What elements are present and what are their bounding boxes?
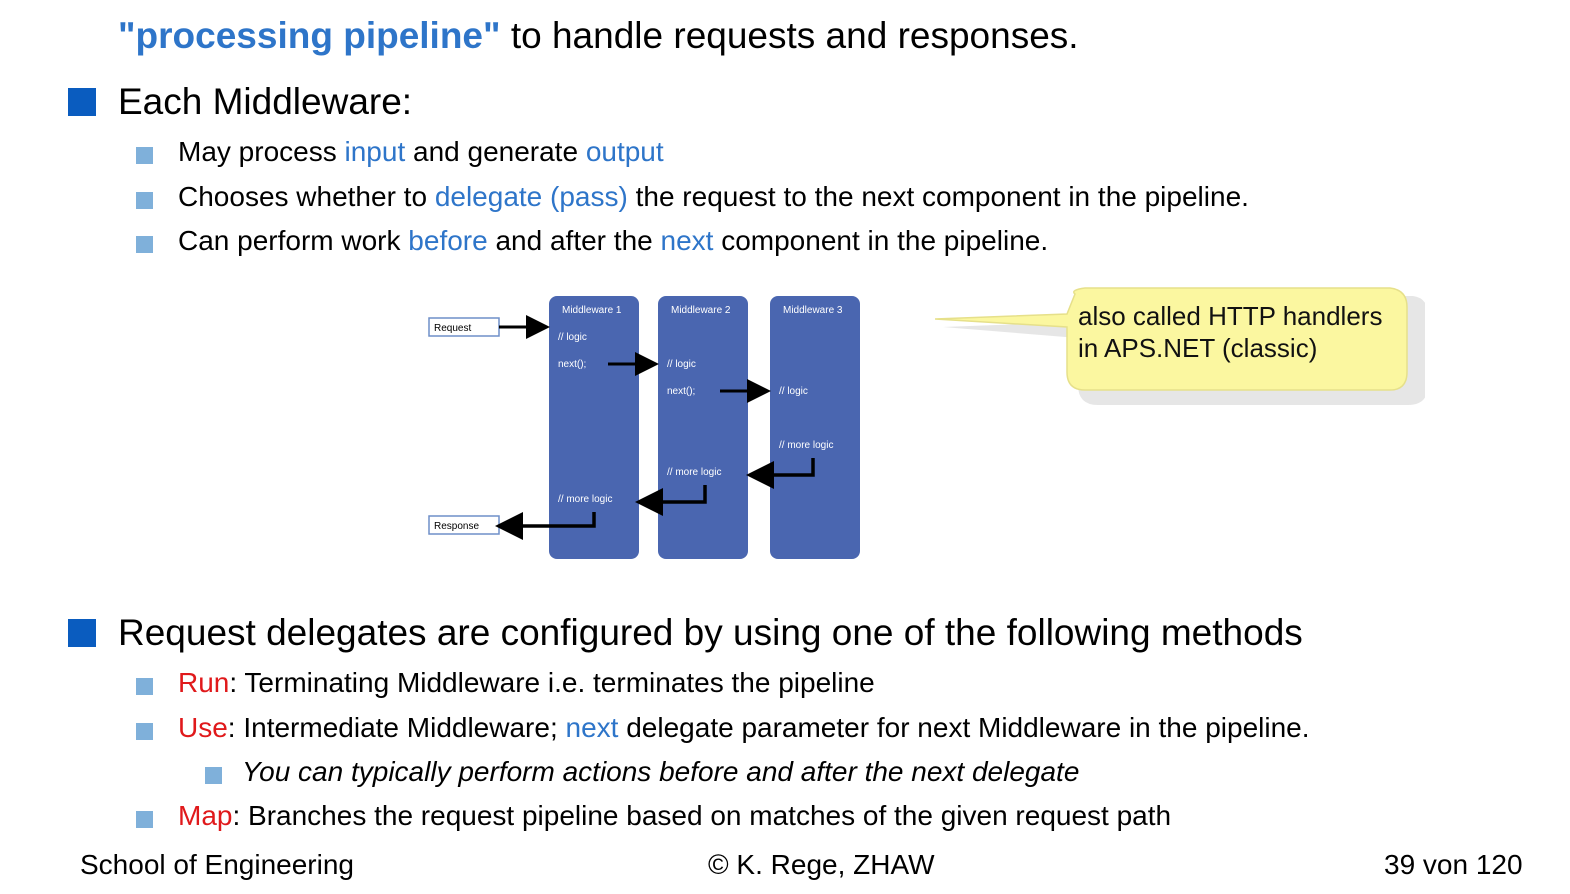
keyword-next: next xyxy=(565,712,619,743)
text-part: the request to the next component in the… xyxy=(627,181,1249,212)
section1-item-2: Chooses whether to delegate (pass) the r… xyxy=(178,181,1249,213)
method-use-note: You can typically perform actions before… xyxy=(242,756,1080,787)
keyword-input: input xyxy=(344,136,406,167)
sub-bullet-icon xyxy=(136,723,153,740)
method-map-text: : Branches the request pipeline based on… xyxy=(232,800,1172,831)
callout-text: also called HTTP handlers in APS.NET (cl… xyxy=(1078,300,1382,364)
sub-bullet-icon xyxy=(136,236,153,253)
response-arrow xyxy=(495,512,596,540)
request-label: Request xyxy=(434,323,471,334)
section1-item-3: Can perform work before and after the ne… xyxy=(178,225,1048,257)
mw2-more-logic: // more logic xyxy=(667,467,721,478)
sub-bullet-icon xyxy=(136,147,153,164)
text-part: component in the pipeline. xyxy=(713,225,1049,256)
text-part: and generate xyxy=(405,136,586,167)
middleware-pipeline-diagram: Request Response Middleware 1 // logic n… xyxy=(428,296,860,559)
mw2-logic: // logic xyxy=(667,359,696,370)
mw1-logic: // logic xyxy=(558,332,587,343)
mw3-title: Middleware 3 xyxy=(783,305,843,316)
keyword-delegate: delegate (pass) xyxy=(434,181,628,212)
middleware-2-box xyxy=(658,296,748,559)
sub-sub-bullet-icon xyxy=(205,767,222,784)
text-part: and after the xyxy=(487,225,661,256)
intro-rest: to handle requests and responses. xyxy=(500,15,1079,56)
callout-line-2: in APS.NET (classic) xyxy=(1078,333,1318,363)
keyword-output: output xyxy=(585,136,664,167)
section1-heading: Each Middleware: xyxy=(118,81,413,122)
sub-bullet-icon xyxy=(136,678,153,695)
bullet-square-icon xyxy=(68,88,96,116)
footer-copyright: © K. Rege, ZHAW xyxy=(708,849,935,880)
method-map: Map: Branches the request pipeline based… xyxy=(178,800,1171,832)
intro-line: "processing pipeline" to handle requests… xyxy=(118,15,1079,57)
mw3-logic: // logic xyxy=(779,386,808,397)
middleware-3-box xyxy=(770,296,860,559)
text-part: : Intermediate Middleware; xyxy=(227,712,566,743)
text-part: May process xyxy=(178,136,345,167)
mw1-more-logic: // more logic xyxy=(558,494,612,505)
method-map-key: Map xyxy=(178,800,233,831)
mw2-next: next(); xyxy=(667,386,695,397)
method-use-key: Use xyxy=(178,712,228,743)
section2-heading: Request delegates are configured by usin… xyxy=(118,612,1303,653)
mw1-next: next(); xyxy=(558,359,586,370)
response-label: Response xyxy=(434,521,479,532)
bullet-square-icon xyxy=(68,619,96,647)
keyword-next: next xyxy=(660,225,714,256)
callout-bubble xyxy=(935,287,1425,405)
method-run-key: Run xyxy=(178,667,230,698)
text-part: delegate parameter for next Middleware i… xyxy=(618,712,1310,743)
method-use: Use: Intermediate Middleware; next deleg… xyxy=(178,712,1310,744)
mw2-title: Middleware 2 xyxy=(671,305,731,316)
section1-item-1: May process input and generate output xyxy=(178,136,664,168)
middleware-1-box xyxy=(549,296,639,559)
intro-highlight: "processing pipeline" xyxy=(118,15,501,56)
callout-line-1: also called HTTP handlers xyxy=(1078,301,1383,331)
text-part: Can perform work xyxy=(178,225,409,256)
sub-bullet-icon xyxy=(136,192,153,209)
mw1-title: Middleware 1 xyxy=(562,305,622,316)
method-run: Run: Terminating Middleware i.e. termina… xyxy=(178,667,875,699)
footer-page-number: 39 von 120 xyxy=(1384,849,1523,880)
mw3-more-logic: // more logic xyxy=(779,440,833,451)
method-run-text: : Terminating Middleware i.e. terminates… xyxy=(229,667,875,698)
keyword-before: before xyxy=(408,225,488,256)
return-arrow-2 xyxy=(635,485,707,516)
footer-school: School of Engineering xyxy=(80,849,354,880)
text-part: Chooses whether to xyxy=(178,181,435,212)
return-arrow-3 xyxy=(746,458,815,489)
sub-bullet-icon xyxy=(136,811,153,828)
